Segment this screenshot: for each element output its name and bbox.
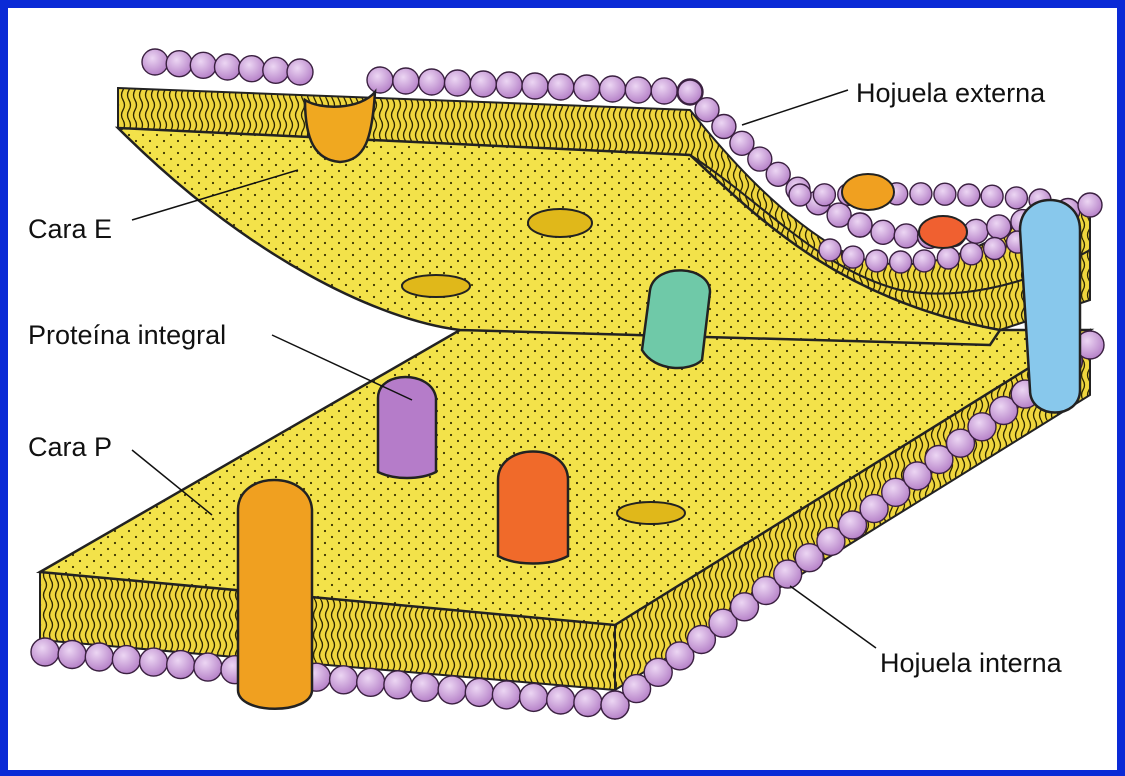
leader-outer-leaflet	[742, 90, 848, 125]
phospholipid-head	[548, 74, 574, 100]
phospholipid-head	[85, 643, 113, 671]
phospholipid-head	[239, 56, 265, 82]
phospholipid-head	[419, 69, 445, 95]
label-outer-leaflet: Hojuela externa	[856, 78, 1045, 108]
phospholipid-head	[819, 239, 841, 261]
phospholipid-head	[465, 678, 493, 706]
phospholipid-head	[384, 671, 412, 699]
red-peripheral-protein	[919, 216, 967, 248]
teal-integral-protein	[642, 270, 710, 368]
phospholipid-head	[890, 251, 912, 273]
phospholipid-head	[263, 57, 289, 83]
phospholipid-head	[31, 638, 59, 666]
phospholipid-head	[600, 76, 626, 102]
label-e-face: Cara E	[28, 214, 112, 244]
leader-inner-leaflet	[790, 586, 876, 648]
pit-2	[402, 275, 470, 297]
phospholipid-head	[547, 686, 575, 714]
phospholipid-head	[934, 183, 956, 205]
phospholipid-head	[984, 238, 1006, 260]
phospholipid-head	[910, 183, 932, 205]
phospholipid-head	[651, 78, 677, 104]
phospholipid-head	[625, 77, 651, 103]
blue-transmembrane-protein	[1020, 200, 1080, 413]
phospholipid-head	[981, 185, 1003, 207]
phospholipid-head	[871, 220, 895, 244]
pit-1	[528, 209, 592, 237]
phospholipid-head	[492, 681, 520, 709]
phospholipid-head	[58, 641, 86, 669]
phospholipid-head	[1005, 187, 1027, 209]
purple-integral-protein	[378, 377, 436, 478]
phospholipid-head	[393, 68, 419, 94]
phospholipid-head	[574, 689, 602, 717]
phospholipid-head	[367, 67, 393, 93]
phospholipid-head	[470, 71, 496, 97]
diagram-canvas: Hojuela externa Cara E Proteína integral…	[8, 8, 1117, 770]
pit-3	[617, 502, 685, 524]
leader-integral-protein	[272, 335, 412, 400]
label-inner-leaflet: Hojuela interna	[880, 648, 1062, 678]
phospholipid-head	[438, 676, 466, 704]
red-integral-protein	[498, 452, 568, 564]
label-integral-protein: Proteína integral	[28, 320, 226, 350]
phospholipid-head	[522, 73, 548, 99]
phospholipid-head	[112, 646, 140, 674]
phospholipid-head	[789, 184, 811, 206]
phospholipid-head	[958, 184, 980, 206]
phospholipid-head	[166, 51, 192, 77]
phospholipid-head	[848, 213, 872, 237]
phospholipid-head	[140, 648, 168, 676]
phospholipid-head	[1078, 193, 1102, 217]
phospholipid-head	[167, 651, 195, 679]
phospholipid-head	[357, 668, 385, 696]
phospholipid-head	[496, 72, 522, 98]
phospholipid-head	[937, 247, 959, 269]
phospholipid-head	[813, 184, 835, 206]
phospholipid-head	[866, 250, 888, 272]
phospholipid-head	[842, 246, 864, 268]
phospholipid-head	[330, 666, 358, 694]
phospholipid-head	[987, 215, 1011, 239]
phospholipid-head	[961, 243, 983, 265]
phospholipid-head	[520, 683, 548, 711]
phospholipid-head	[194, 653, 222, 681]
phospholipid-head	[190, 52, 216, 78]
orange-peripheral-protein	[842, 174, 894, 210]
phospholipid-head	[894, 224, 918, 248]
phospholipid-head	[574, 75, 600, 101]
phospholipid-head	[712, 115, 736, 139]
phospholipid-head	[411, 673, 439, 701]
orange-transmembrane-protein	[238, 480, 312, 709]
phospholipid-head	[913, 250, 935, 272]
label-p-face: Cara P	[28, 432, 112, 462]
phospholipid-head	[215, 54, 241, 80]
phospholipid-head	[287, 59, 313, 85]
phospholipid-head	[445, 70, 471, 96]
phospholipid-head	[766, 162, 790, 186]
phospholipid-head	[142, 49, 168, 75]
